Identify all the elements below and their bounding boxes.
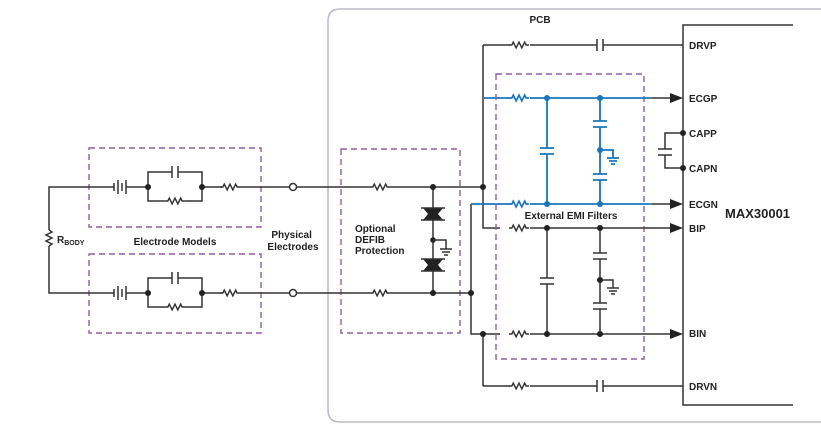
capacitor-icon: [658, 148, 672, 156]
ecgn-arrow-icon: [670, 199, 683, 209]
battery-icon: [113, 180, 148, 194]
defib-label: Optional DEFIB Protection: [355, 224, 404, 257]
ic-label: MAX30001: [725, 206, 790, 221]
max30001-chip: [682, 24, 793, 406]
resistor-icon: [369, 289, 391, 297]
resistor-icon: [219, 183, 241, 191]
pin-capn: CAPN: [689, 164, 717, 175]
resistor-icon: [508, 224, 530, 232]
tvs-diode-bottom-icon: [421, 258, 445, 272]
physical-electrode-top: [288, 182, 298, 192]
capacitor-icon: [540, 277, 554, 285]
capacitor-icon: [596, 380, 604, 392]
bio-emi-filter: [508, 224, 672, 338]
electrode-model-box-top: [88, 147, 262, 228]
capacitor-icon: [171, 166, 179, 178]
resistor-icon: [508, 200, 530, 208]
resistor-icon: [508, 330, 530, 338]
resistor-icon: [508, 94, 530, 102]
electrode-model-box-bottom: [88, 253, 262, 334]
electrode-model-bottom: [63, 272, 290, 311]
capacitor-icon: [593, 120, 607, 128]
resistor-icon: [508, 41, 530, 49]
rbody-resistor-icon: [44, 229, 54, 247]
electrode-models-label: Electrode Models: [134, 237, 217, 248]
ecgp-arrow-icon: [670, 93, 683, 103]
capacitor-icon: [540, 147, 554, 155]
electrode-model-top: [63, 166, 290, 205]
physical-electrode-bottom: [288, 288, 298, 298]
tvs-diode-top-icon: [421, 207, 445, 221]
resistor-icon: [219, 289, 241, 297]
pin-ecgn: ECGN: [689, 200, 718, 211]
resistor-icon: [164, 197, 186, 205]
pin-ecgp: ECGP: [689, 94, 718, 105]
capacitor-icon: [593, 252, 607, 260]
resistor-icon: [164, 303, 186, 311]
defib-protection-box: [340, 148, 461, 334]
capacitor-icon: [593, 173, 607, 181]
rbody-label: RBODY: [57, 235, 85, 247]
pin-drvn: DRVN: [689, 382, 717, 393]
physical-electrodes-label: Physical Electrodes: [267, 230, 319, 253]
emi-filters-box: [495, 73, 645, 360]
resistor-icon: [508, 382, 530, 390]
ecg-emi-filter: [508, 94, 652, 208]
capacitor-icon: [171, 272, 179, 284]
ground-icon: [433, 239, 452, 256]
pcb-label: PCB: [529, 15, 550, 26]
capp-capn-capacitor: [658, 130, 686, 171]
capacitor-icon: [593, 302, 607, 310]
pin-bin: BIN: [689, 329, 706, 340]
pin-capp: CAPP: [689, 129, 717, 140]
pin-bip: BIP: [689, 224, 706, 235]
bin-arrow-icon: [670, 329, 683, 339]
capacitor-icon: [596, 39, 604, 51]
resistor-icon: [369, 183, 391, 191]
ground-icon: [600, 279, 619, 295]
rbody-wire-lower: [48, 246, 63, 294]
emi-filters-label: External EMI Filters: [525, 211, 618, 222]
battery-icon: [113, 286, 148, 300]
pcb-outline: [327, 8, 821, 423]
rbody-wire: [48, 186, 63, 230]
ground-icon: [600, 149, 619, 165]
pin-drvp: DRVP: [689, 41, 717, 52]
bip-arrow-icon: [670, 223, 683, 233]
